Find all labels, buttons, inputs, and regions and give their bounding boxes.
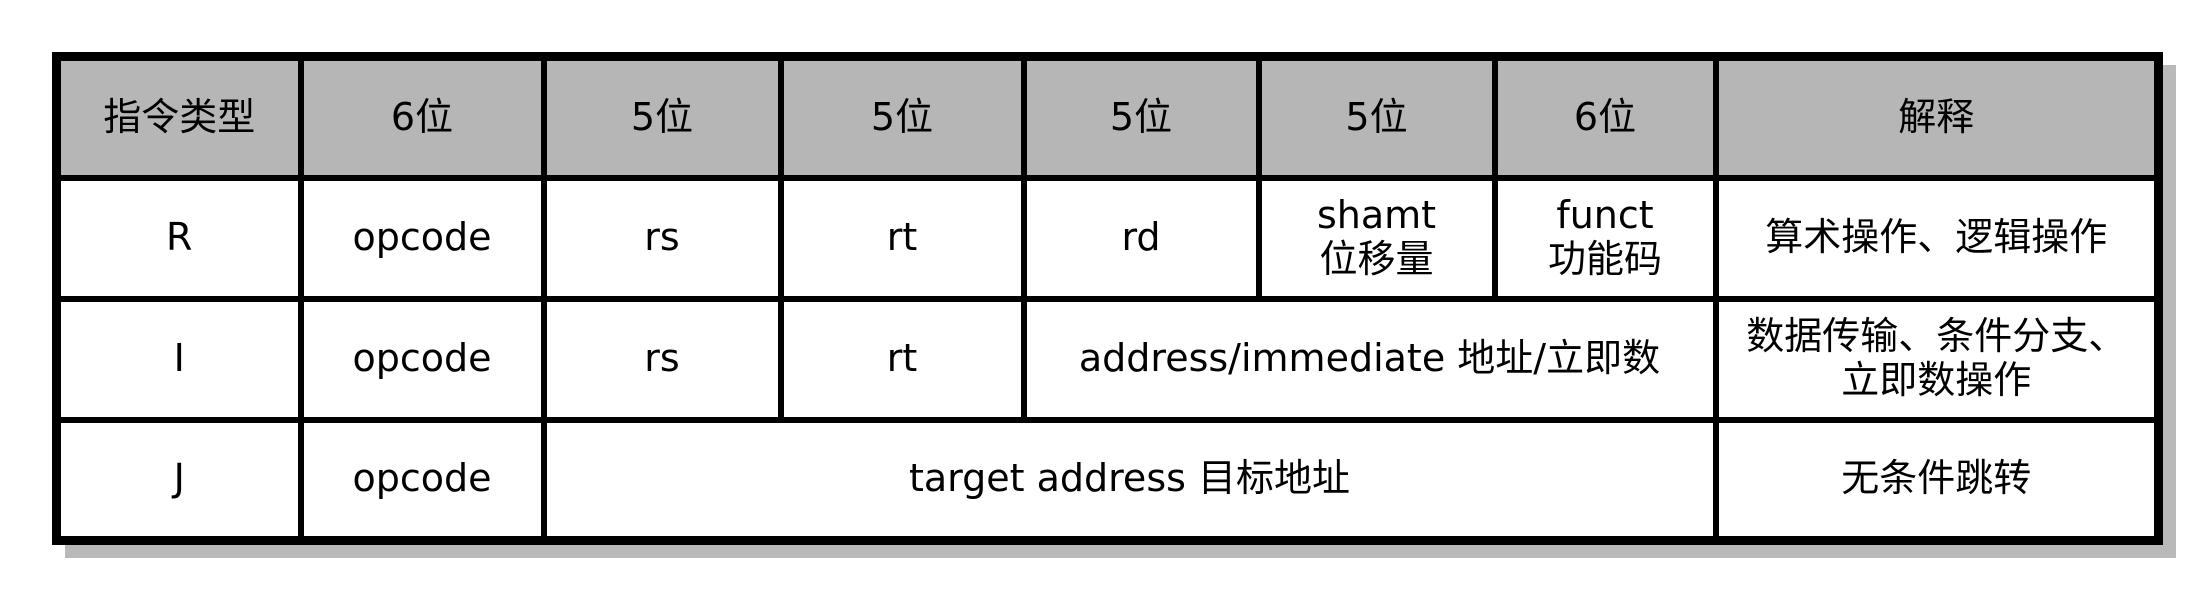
cell-r-explanation: 算术操作、逻辑操作 [1712, 174, 2162, 302]
table-row-r-type: R opcode rs rt rd shamt 位移量 funct 功能码 算术… [53, 174, 2162, 302]
cell-j-explanation: 无条件跳转 [1712, 416, 2162, 544]
cell-r-shamt: shamt 位移量 [1255, 174, 1498, 302]
cell-r-opcode: opcode [297, 174, 547, 302]
cell-r-funct: funct 功能码 [1491, 174, 1719, 302]
cell-i-rs: rs [540, 295, 784, 423]
cell-i-type: I [53, 295, 304, 423]
i-explanation-line2: 立即数操作 [1841, 358, 2032, 402]
cell-j-target-address: target address 目标地址 [540, 416, 1719, 544]
cell-i-explanation: 数据传输、条件分支、 立即数操作 [1712, 295, 2162, 423]
shamt-chinese-label: 位移量 [1319, 237, 1434, 281]
cell-r-rs: rs [540, 174, 784, 302]
shamt-english-label: shamt [1316, 193, 1437, 238]
cell-j-type: J [53, 416, 304, 544]
cell-i-opcode: opcode [297, 295, 547, 423]
header-cell-5bit-rs: 5位 [540, 53, 784, 181]
table-row-j-type: J opcode target address 目标地址 无条件跳转 [53, 416, 2162, 544]
cell-j-opcode: opcode [297, 416, 547, 544]
cell-r-rt: rt [777, 174, 1027, 302]
i-explanation-line1: 数据传输、条件分支、 [1746, 314, 2127, 359]
cell-i-rt: rt [777, 295, 1027, 423]
cell-i-address-immediate: address/immediate 地址/立即数 [1020, 295, 1719, 423]
funct-chinese-label: 功能码 [1547, 237, 1662, 281]
header-cell-6bit-opcode: 6位 [297, 53, 547, 181]
header-cell-6bit-funct: 6位 [1491, 53, 1719, 181]
instruction-format-table: 指令类型 6位 5位 5位 5位 5位 6位 解释 R opcode rs rt… [52, 52, 2163, 545]
cell-r-rd: rd [1020, 174, 1262, 302]
funct-english-label: funct [1556, 193, 1654, 238]
header-cell-5bit-rt: 5位 [777, 53, 1027, 181]
header-cell-5bit-shamt: 5位 [1255, 53, 1498, 181]
header-row: 指令类型 6位 5位 5位 5位 5位 6位 解释 [53, 53, 2162, 181]
header-cell-explanation: 解释 [1712, 53, 2162, 181]
table-row-i-type: I opcode rs rt address/immediate 地址/立即数 … [53, 295, 2162, 423]
header-cell-5bit-rd: 5位 [1020, 53, 1262, 181]
header-cell-instruction-type: 指令类型 [53, 53, 304, 181]
cell-r-type: R [53, 174, 304, 302]
